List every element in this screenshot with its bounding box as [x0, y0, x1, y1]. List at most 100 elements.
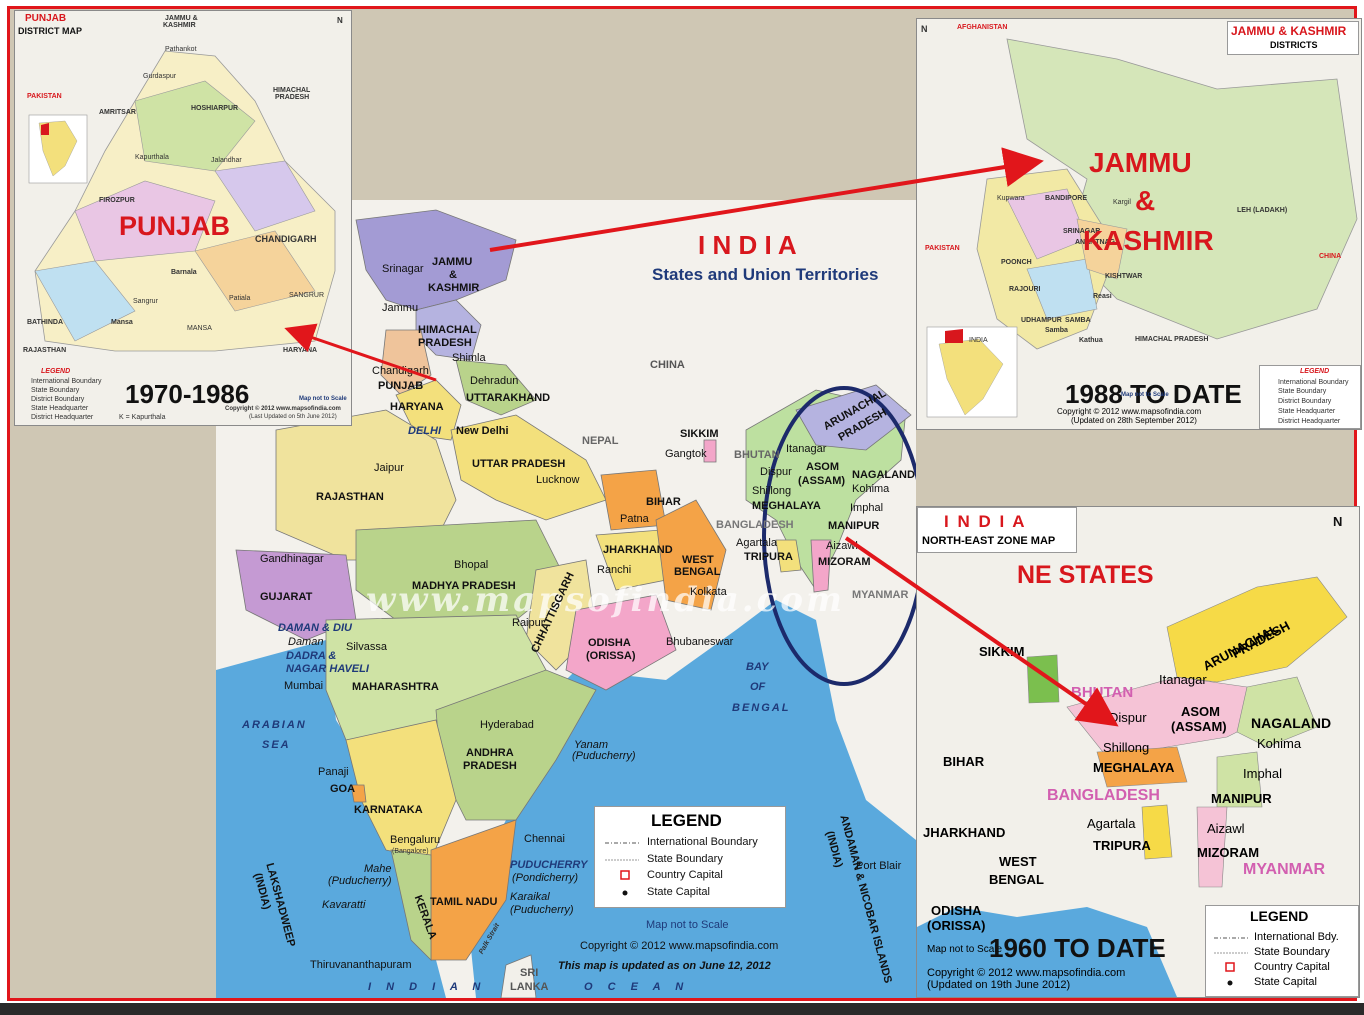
jk-afghanistan: AFGHANISTAN [957, 24, 1008, 31]
jk-india-locator-jk [945, 329, 963, 343]
label-haryana: HARYANA [390, 401, 444, 413]
punjab-place-firozpur: FIROZPUR [99, 197, 135, 204]
label-karnataka: KARNATAKA [354, 804, 423, 816]
ne-label-mizoram: MIZORAM [1197, 845, 1260, 860]
state-goa [350, 784, 367, 803]
label-rajasthan: RAJASTHAN [316, 491, 384, 503]
label-bhutan: BHUTAN [734, 449, 780, 461]
label-srinagar: Srinagar [382, 263, 424, 275]
ne-ocean [917, 907, 1177, 997]
label-tamil-nadu: TAMIL NADU [430, 896, 498, 908]
state-tripura [775, 539, 802, 573]
india-copyright: Copyright © 2012 www.mapsofindia.com [580, 940, 779, 952]
label-gujarat: GUJARAT [260, 591, 313, 603]
label-himachal-1: HIMACHAL [418, 324, 477, 336]
watermark: www.mapsofindia.com [366, 580, 845, 620]
india-updated: This map is updated as on June 12, 2012 [558, 960, 771, 972]
label-delhi: DELHI [408, 425, 441, 437]
label-panaji: Panaji [318, 766, 349, 778]
label-ocean: O C E A N [584, 981, 690, 993]
ne-legend-symbols [1214, 937, 1248, 986]
india-legend-item-international: International Boundary [647, 836, 758, 848]
ne-label-tripura: TRIPURA [1093, 838, 1151, 853]
india-legend-item-state-capital: State Capital [647, 886, 710, 898]
ne-legend-international: International Bdy. [1254, 931, 1339, 943]
label-maharashtra: MAHARASHTRA [352, 681, 439, 693]
punjab-place-sangrur: Patiala [229, 295, 251, 302]
label-bhopal: Bhopal [454, 559, 489, 571]
label-new-delhi: New Delhi [456, 425, 509, 437]
punjab-legend-district-hq: District Headquarter [31, 414, 94, 421]
label-patna: Patna [620, 513, 649, 525]
label-arabian: ARABIAN [242, 719, 307, 731]
label-dadra: DADRA & [286, 650, 337, 662]
ne-label-bengal: BENGAL [989, 872, 1044, 887]
label-of: OF [750, 681, 766, 693]
jk-place-doda: Reasi [1093, 293, 1112, 300]
jk-place-bandipore: BANDIPORE [1045, 195, 1088, 202]
label-madhya-pradesh: MADHYA PRADESH [412, 580, 516, 592]
label-kolkata: Kolkata [690, 586, 727, 598]
label-shimla: Shimla [452, 352, 486, 364]
ne-label-assam: (ASSAM) [1171, 719, 1227, 734]
ne-inset: I N D I A NORTH-EAST ZONE MAP N NE STATE… [916, 506, 1360, 998]
label-port-blair: Port Blair [856, 860, 902, 872]
label-ranchi: Ranchi [597, 564, 632, 576]
jk-copyright: Copyright © 2012 www.mapsofindia.com [1057, 407, 1202, 416]
punjab-place-chandigarh: CHANDIGARH [255, 234, 317, 244]
punjab-legend-international: International Boundary [31, 378, 102, 385]
punjab-legend-district: District Boundary [31, 396, 85, 403]
punjab-box-title-1: PUNJAB [25, 13, 67, 24]
ne-copyright: Copyright © 2012 www.mapsofindia.com [927, 967, 1126, 979]
india-locator-punjab [41, 123, 49, 135]
india-scale-note: Map not to Scale [646, 919, 729, 931]
label-yanam-puducherry: (Puducherry) [572, 750, 636, 762]
punjab-neighbour-jk-1: JAMMU & [165, 15, 198, 22]
label-daman-diu: DAMAN & DIU [278, 622, 352, 634]
label-aizawl: Aizawl [826, 540, 858, 552]
ne-label-odisha: ODISHA [931, 903, 982, 918]
label-goa: GOA [330, 783, 356, 795]
bottom-bar [0, 1003, 1364, 1015]
state-sikkim [703, 439, 717, 463]
punjab-neighbour-hp-1: HIMACHAL [273, 87, 311, 94]
label-jk-2: & [449, 269, 457, 281]
label-pondicherry: (Pondicherry) [512, 872, 579, 884]
punjab-neighbour-hp-2: PRADESH [275, 94, 310, 101]
label-bay: BAY [746, 661, 769, 673]
jk-place-anantnag: ANANTNAG [1075, 239, 1116, 246]
label-chandigarh: Chandigarh [372, 365, 429, 377]
country-sri-lanka [500, 954, 537, 998]
jk-india-locator-shape [938, 338, 1004, 416]
jk-legend-international: International Boundary [1278, 379, 1349, 386]
label-lanka: LANKA [510, 981, 549, 993]
ne-label-nagaland: NAGALAND [1251, 715, 1332, 731]
ne-box-title-1: I N D I A [944, 512, 1027, 531]
label-bhubaneswar: Bhubaneswar [666, 636, 734, 648]
jk-north: N [921, 24, 928, 34]
jk-legend: LEGEND International Boundary State Boun… [1259, 365, 1361, 429]
jk-scale: Map not to Scale [1121, 392, 1169, 398]
punjab-box-title-2: DISTRICT MAP [18, 26, 82, 36]
ne-label-meghalaya: MEGHALAYA [1093, 760, 1175, 775]
label-bangladesh: BANGLADESH [716, 519, 794, 531]
jk-district-b [1026, 258, 1098, 320]
ne-label-imphal: Imphal [1243, 766, 1283, 781]
jk-place-srinagar: SRINAGAR [1063, 228, 1101, 235]
state-mizoram [810, 539, 832, 593]
state-odisha [565, 594, 677, 691]
punjab-note-k: K = Kapurthala [119, 414, 166, 421]
label-chennai: Chennai [524, 833, 565, 845]
jk-map-shapes [926, 38, 1358, 418]
jk-place-samba: Samba [1045, 327, 1068, 334]
jk-place-kupwara: Kupwara [997, 195, 1025, 202]
label-mizoram: MIZORAM [818, 556, 871, 568]
jk-updated: (Updated on 28th September 2012) [1071, 416, 1197, 425]
ne-label-bhutan: BHUTAN [1071, 684, 1134, 701]
ne-north: N [1333, 514, 1343, 529]
jk-legend-state: State Boundary [1278, 388, 1327, 395]
jk-place-udhampur: SAMBA [1065, 317, 1091, 324]
label-karaikal: Karaikal [510, 891, 550, 903]
india-legend-item-country-capital: Country Capital [647, 869, 723, 881]
label-bengal-sea: BENGAL [732, 702, 791, 714]
